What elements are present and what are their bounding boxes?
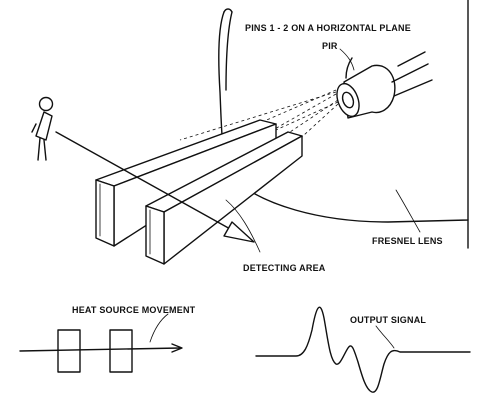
- label-pir: PIR: [322, 41, 338, 51]
- label-output-signal: OUTPUT SIGNAL: [350, 315, 426, 325]
- detection-zone-blocks: [95, 119, 303, 265]
- heat-source-diagram: [19, 313, 183, 373]
- output-signal-waveform: [255, 306, 471, 393]
- person-figure: [31, 96, 54, 161]
- pir-sensor: [336, 51, 433, 119]
- movement-arrow: [55, 131, 255, 243]
- label-detecting-area: DETECTING AREA: [243, 263, 326, 273]
- label-pins: PINS 1 - 2 ON A HORIZONTAL PLANE: [245, 23, 411, 33]
- label-fresnel-lens: FRESNEL LENS: [372, 236, 443, 246]
- label-heat-source-movement: HEAT SOURCE MOVEMENT: [72, 305, 196, 315]
- label-leaders: [225, 48, 421, 253]
